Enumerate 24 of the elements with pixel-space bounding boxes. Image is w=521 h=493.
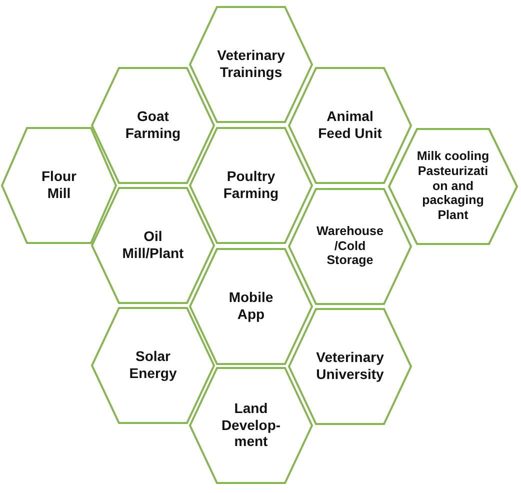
tile-label: Milk cooling Pasteurizati on and packaging Plant: [416, 149, 490, 223]
tile-label: Goat Farming: [124, 108, 182, 142]
hexagon-tile: [189, 366, 313, 484]
hexagon-tile: [388, 128, 518, 244]
tile-label: Oil Mill/Plant: [121, 228, 185, 262]
tile-label: Veterinary Trainings: [216, 47, 286, 81]
tile-label: Flour Mill: [40, 168, 78, 202]
tile-label: Mobile App: [228, 289, 274, 323]
hexagon-tile: [288, 308, 412, 424]
tile-label: Warehouse /Cold Storage: [316, 224, 384, 268]
tile-label: Land Develop- ment: [220, 400, 282, 450]
hexagon-tile: [91, 186, 215, 304]
tile-label: Solar Energy: [128, 348, 178, 382]
tile-label: Veterinary University: [315, 349, 385, 383]
tile-label: Poultry Farming: [222, 168, 280, 202]
hexagon-tile: [288, 66, 412, 184]
hexagon-tile: [189, 248, 313, 364]
hexagon-tile: [288, 188, 412, 304]
tile-label: Animal Feed Unit: [317, 108, 383, 142]
hexagon-tile: [189, 6, 313, 122]
hexagon-tile: [189, 126, 313, 244]
hexagon-tile: [91, 66, 215, 184]
hexagon-tile: [91, 306, 215, 424]
hexagon-tile: [1, 126, 117, 244]
